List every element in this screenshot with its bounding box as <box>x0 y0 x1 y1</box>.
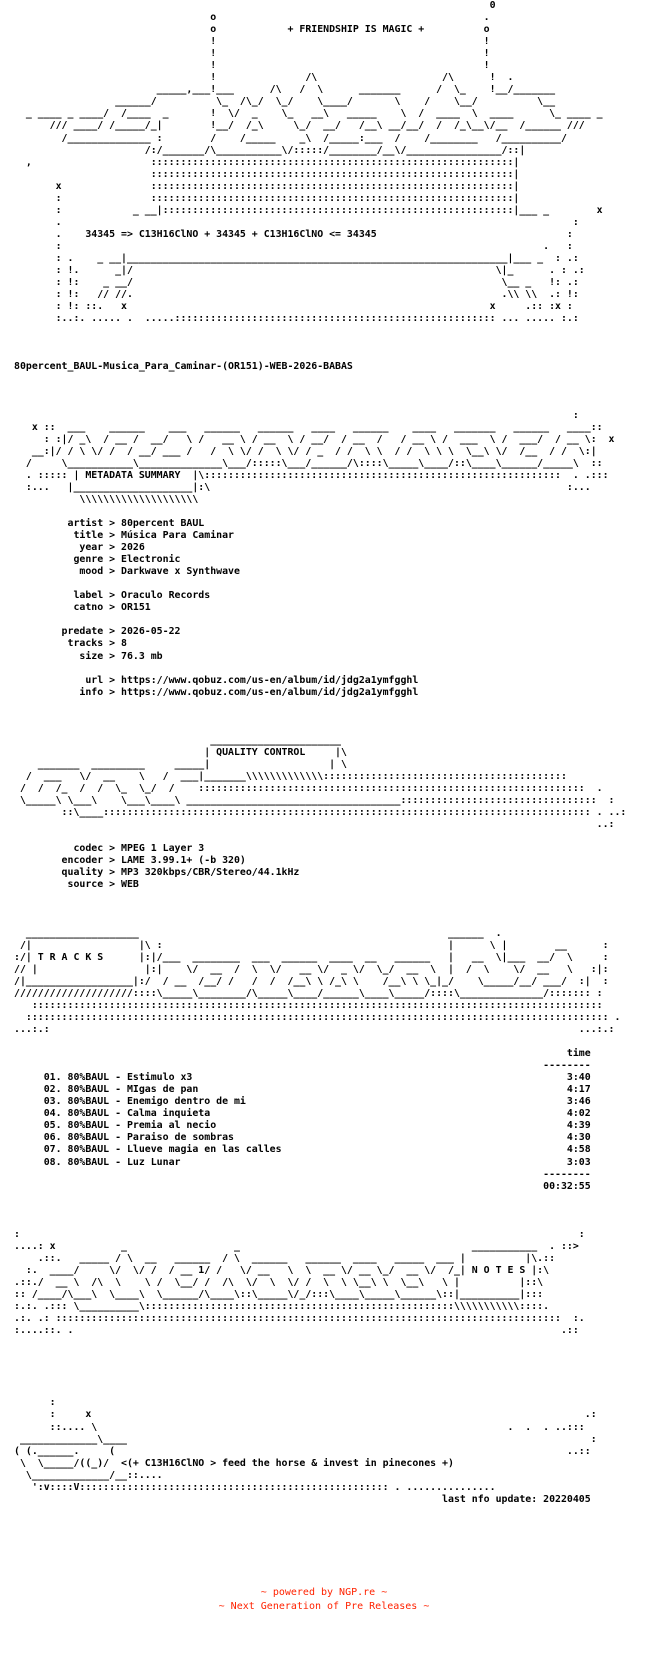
quality-banner: ______________________ | QUALITY CONTROL… <box>19 734 627 831</box>
tracks-banner: ___________________ ______ . /| |\ : | \… <box>14 927 621 1035</box>
footer-tagline: ~ Next Generation of Pre Releases ~ <box>218 1601 430 1612</box>
tracks-rule-top: -------- <box>14 1060 591 1072</box>
tracks-rule-bottom: -------- <box>14 1168 591 1180</box>
quality-fields: codec > MPEG 1 Layer 3 encoder > LAME 3.… <box>61 843 300 891</box>
tracks-time-header: time <box>14 1048 591 1060</box>
metadata-banner: : x :: ___ ______ ___ ______ ______ ____… <box>25 409 615 505</box>
tracklist: 01. 80%BAUL - Estimulo x3 3:40 02. 80%BA… <box>43 1072 591 1168</box>
metadata-fields: artist > 80percent BAUL title > Música P… <box>61 518 419 698</box>
notes-banner: : : ....: x _ _ ___________ . ::> .:: <box>14 1228 585 1337</box>
closing-art: : : x .: ::.... \ . . . ..::: _ <box>14 1397 597 1493</box>
release-name: 80percent_BAUL-Musica_Para_Caminar-(OR15… <box>14 361 353 373</box>
header-art: 0 o . o + FRIENDSHIP IS MAGIC + o ! <box>25 0 603 325</box>
nfo-document: 0 o . o + FRIENDSHIP IS MAGIC + o ! <box>14 0 627 1505</box>
footer: ~ powered by NGP.re ~ ~ Next Generation … <box>0 1586 648 1614</box>
last-update: last nfo update: 20220405 <box>14 1493 591 1505</box>
footer-powered-by: ~ powered by NGP.re ~ <box>260 1587 388 1598</box>
tracks-total-time: 00:32:55 <box>14 1180 591 1192</box>
